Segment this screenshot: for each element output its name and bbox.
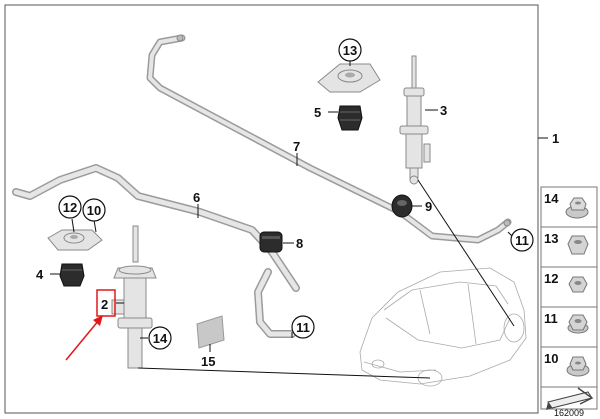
red-pointer-arrow [65, 315, 103, 361]
callout-circle-14 [148, 326, 172, 350]
callout-12[interactable]: 12 [63, 200, 77, 215]
front-stabilizer-bar[interactable] [12, 164, 300, 338]
bump-stop-9[interactable] [391, 194, 413, 218]
callout-7[interactable]: 7 [293, 139, 300, 154]
notice-sheet-15[interactable] [196, 315, 225, 349]
callout-circle-11-rear [510, 228, 534, 252]
self-locking-nut-icon [567, 314, 589, 334]
rubber-mount-8[interactable] [259, 231, 283, 253]
callout-15[interactable]: 15 [201, 354, 215, 369]
callout-8[interactable]: 8 [296, 236, 303, 251]
callout-circle-11-front [291, 315, 315, 339]
car-outline [359, 267, 527, 387]
callout-9[interactable]: 9 [425, 199, 432, 214]
callout-2[interactable]: 2 [101, 297, 108, 312]
fastener-legend [540, 186, 598, 410]
legend-item-11[interactable]: 11 [544, 311, 589, 334]
callout-circle-12 [58, 195, 82, 219]
selected-part-box [96, 289, 116, 317]
legend-item-10[interactable]: 10 [544, 351, 590, 377]
legend-item-12[interactable]: 12 [544, 271, 588, 293]
callout-6[interactable]: 6 [193, 190, 200, 205]
callout-10[interactable]: 10 [87, 203, 101, 218]
callout-5[interactable]: 5 [314, 105, 321, 120]
callout-1[interactable]: 1 [552, 131, 559, 146]
diagram-frame [4, 4, 539, 414]
support-bearing-13[interactable] [317, 63, 381, 93]
callout-13[interactable]: 13 [343, 43, 357, 58]
callout-circle-10 [82, 198, 106, 222]
rubber-buffer-4[interactable] [59, 263, 85, 287]
svg-text:13: 13 [544, 231, 558, 246]
svg-text:12: 12 [544, 271, 558, 286]
callout-circle-13 [338, 38, 362, 62]
hex-nut-icon [568, 276, 588, 293]
rear-stabilizer-bar[interactable] [146, 34, 512, 244]
page-arrow-icon[interactable] [546, 387, 594, 410]
callout-11-rear[interactable]: 11 [515, 233, 529, 248]
legend-item-13[interactable]: 13 [544, 231, 589, 255]
rubber-buffer-5[interactable] [337, 105, 363, 131]
hex-nut-icon [567, 235, 589, 255]
flange-nut-icon [566, 356, 590, 377]
support-bearing-12[interactable] [47, 229, 103, 251]
callout-14[interactable]: 14 [153, 331, 168, 346]
svg-text:10: 10 [544, 351, 558, 366]
rear-shock-absorber[interactable] [399, 55, 431, 185]
collar-nut-icon [565, 197, 589, 219]
callout-4[interactable]: 4 [36, 267, 44, 282]
svg-text:11: 11 [544, 311, 558, 326]
callout-11-front[interactable]: 11 [296, 320, 310, 335]
front-spring-strut[interactable] [111, 225, 157, 369]
svg-text:14: 14 [544, 191, 559, 206]
callout-3[interactable]: 3 [440, 103, 447, 118]
legend-item-14[interactable]: 14 [544, 191, 589, 219]
diagram-id: 162009 [554, 408, 584, 418]
